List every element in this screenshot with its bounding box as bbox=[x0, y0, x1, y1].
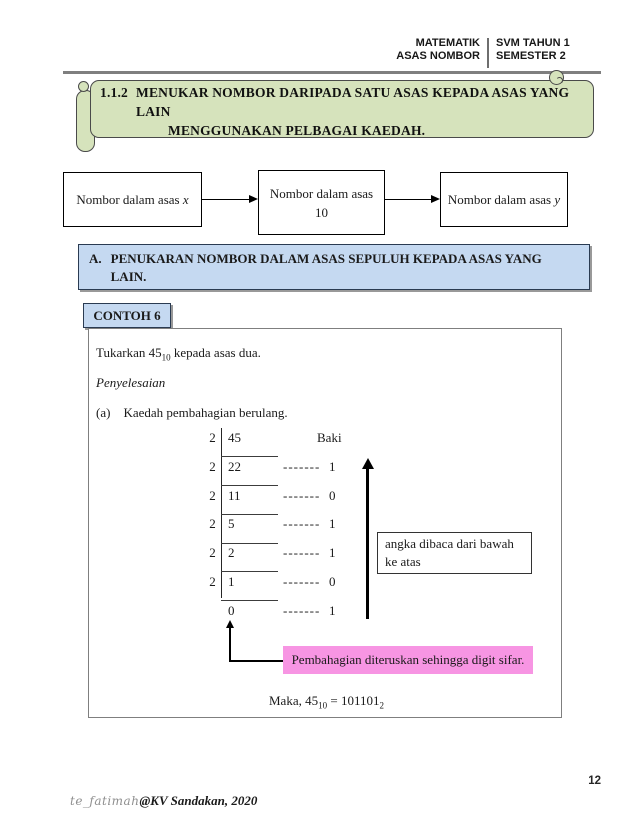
method-heading: (a) Kaedah pembahagian berulang. bbox=[96, 405, 288, 421]
topic-number: 1.1.2 bbox=[100, 85, 128, 100]
method-text: Kaedah pembahagian berulang. bbox=[123, 405, 288, 420]
continuation-note: Pembahagian diteruskan sehingga digit si… bbox=[283, 646, 533, 674]
division-row: 2 1 ------- 0 bbox=[205, 568, 380, 602]
division-dividend: 5 bbox=[228, 516, 235, 532]
read-direction-arrow bbox=[366, 468, 369, 619]
page-number: 12 bbox=[588, 775, 601, 787]
header-left: MATEMATIK ASAS NOMBOR bbox=[396, 37, 480, 63]
division-row: 0 ------- 1 bbox=[205, 597, 380, 626]
topic-banner bbox=[90, 80, 594, 138]
section-a-text: PENUKARAN NOMBOR DALAM ASAS SEPULUH KEPA… bbox=[110, 251, 542, 284]
division-row: 2 5 ------- 1 bbox=[205, 510, 380, 544]
division-divisor: 2 bbox=[209, 516, 216, 532]
division-row-line bbox=[221, 542, 278, 544]
division-row-line bbox=[221, 484, 278, 487]
continuation-arrow-head-icon bbox=[225, 620, 234, 628]
division-dashes: ------- bbox=[283, 487, 321, 503]
result-base10-subscript: 10 bbox=[318, 700, 328, 711]
example-content-box: Tukarkan 4510 kepada asas dua. Penyelesa… bbox=[88, 328, 562, 718]
continuation-arrow-horizontal bbox=[229, 660, 285, 662]
scroll-curl-icon bbox=[549, 70, 564, 85]
method-label: (a) bbox=[96, 405, 111, 420]
header-divider bbox=[487, 38, 489, 68]
footer-signature: te_fatimah@KV Sandakan, 2020 bbox=[70, 793, 257, 809]
division-row-line bbox=[221, 456, 278, 458]
division-remainder: 0 bbox=[329, 487, 336, 503]
signature-rest: @KV Sandakan, 2020 bbox=[139, 793, 258, 808]
division-dashes: ------- bbox=[283, 602, 321, 618]
question-text: Tukarkan 4510 kepada asas dua. bbox=[96, 345, 261, 363]
division-dividend: 22 bbox=[228, 458, 241, 474]
division-dividend: 1 bbox=[228, 573, 235, 589]
division-remainder: 0 bbox=[329, 573, 336, 589]
flow-arrow-2 bbox=[385, 198, 432, 201]
scroll-knob-icon bbox=[78, 81, 89, 92]
flow-arrow-1-head-icon bbox=[249, 194, 258, 203]
division-divisor: 2 bbox=[209, 458, 216, 474]
division-dividend: 11 bbox=[228, 487, 241, 503]
division-remainder: 1 bbox=[329, 458, 336, 474]
division-divisor: 2 bbox=[209, 487, 216, 503]
header-semester: SEMESTER 2 bbox=[496, 50, 566, 62]
section-a-heading: A. PENUKARAN NOMBOR DALAM ASAS SEPULUH K… bbox=[78, 244, 590, 290]
division-vertical-line bbox=[221, 428, 223, 598]
topic-title-line2: MENGGUNAKAN PELBAGAI KAEDAH. bbox=[168, 123, 426, 138]
result-base2-subscript: 2 bbox=[379, 700, 384, 711]
header-topic: ASAS NOMBOR bbox=[396, 50, 480, 62]
division-row-line bbox=[221, 513, 278, 515]
division-row-line bbox=[221, 571, 278, 573]
division-divisor: 2 bbox=[209, 573, 216, 589]
solution-label: Penyelesaian bbox=[96, 375, 166, 390]
header-subject: MATEMATIK bbox=[415, 37, 480, 49]
example-badge: CONTOH 6 bbox=[83, 303, 171, 328]
header-program: SVM TAHUN 1 bbox=[496, 37, 570, 49]
example-badge-label: CONTOH 6 bbox=[93, 307, 161, 323]
question-base-subscript: 10 bbox=[161, 352, 171, 363]
flow-box-base-10-line1: Nombor dalam asas bbox=[269, 185, 374, 201]
flow-box-base-y: Nombor dalam asas y bbox=[440, 172, 568, 227]
division-divisor: 2 bbox=[209, 430, 216, 445]
division-row: 2 2 ------- 1 bbox=[205, 539, 380, 573]
signature-name: te_fatimah bbox=[70, 794, 140, 808]
division-row-line bbox=[221, 600, 278, 602]
division-remainder: 1 bbox=[329, 602, 336, 618]
header-rule bbox=[63, 71, 601, 74]
result-text: Maka, 4510 = 1011012 bbox=[269, 693, 384, 711]
flow-arrow-2-head-icon bbox=[431, 194, 440, 203]
division-dashes: ------- bbox=[283, 458, 321, 474]
variable-y: y bbox=[554, 192, 561, 207]
division-row: 2 22 ------- 1 bbox=[205, 453, 380, 487]
division-dividend: 2 bbox=[228, 545, 235, 561]
division-remainder: 1 bbox=[329, 516, 336, 532]
flow-box-base-10-line2: 10 bbox=[315, 204, 328, 220]
division-dashes: ------- bbox=[283, 573, 321, 589]
division-dashes: ------- bbox=[283, 516, 321, 532]
division-dividend: 0 bbox=[228, 602, 235, 618]
flow-arrow-1 bbox=[202, 198, 250, 201]
variable-x: x bbox=[182, 192, 189, 207]
continuation-arrow-vertical bbox=[229, 627, 231, 661]
topic-title-line1: MENUKAR NOMBOR DARIPADA SATU ASAS KEPADA… bbox=[136, 85, 570, 119]
flow-box-base-10: Nombor dalam asas 10 bbox=[258, 170, 385, 235]
header-right: SVM TAHUN 1 SEMESTER 2 bbox=[496, 37, 570, 63]
division-divisor: 2 bbox=[209, 545, 216, 561]
read-direction-note: angka dibaca dari bawah ke atas bbox=[377, 532, 532, 574]
flow-box-base-x-label: Nombor dalam asas x bbox=[76, 192, 189, 207]
division-dividend: 45 bbox=[228, 430, 241, 445]
flow-box-base-y-label: Nombor dalam asas y bbox=[447, 192, 561, 207]
division-table: Baki 2 45 2 22 ------- 1 2 11 ------- 0 bbox=[205, 424, 380, 627]
division-remainder: 1 bbox=[329, 545, 336, 561]
flow-box-base-x: Nombor dalam asas x bbox=[63, 172, 202, 227]
topic-banner-text: 1.1.2 MENUKAR NOMBOR DARIPADA SATU ASAS … bbox=[100, 83, 580, 140]
section-a-label: A. bbox=[89, 251, 102, 266]
read-direction-arrow-head-icon bbox=[361, 458, 374, 469]
division-row: 2 45 bbox=[205, 424, 380, 458]
remainder-column-header: Baki bbox=[317, 430, 342, 445]
division-dashes: ------- bbox=[283, 545, 321, 561]
division-row: 2 11 ------- 0 bbox=[205, 482, 380, 515]
